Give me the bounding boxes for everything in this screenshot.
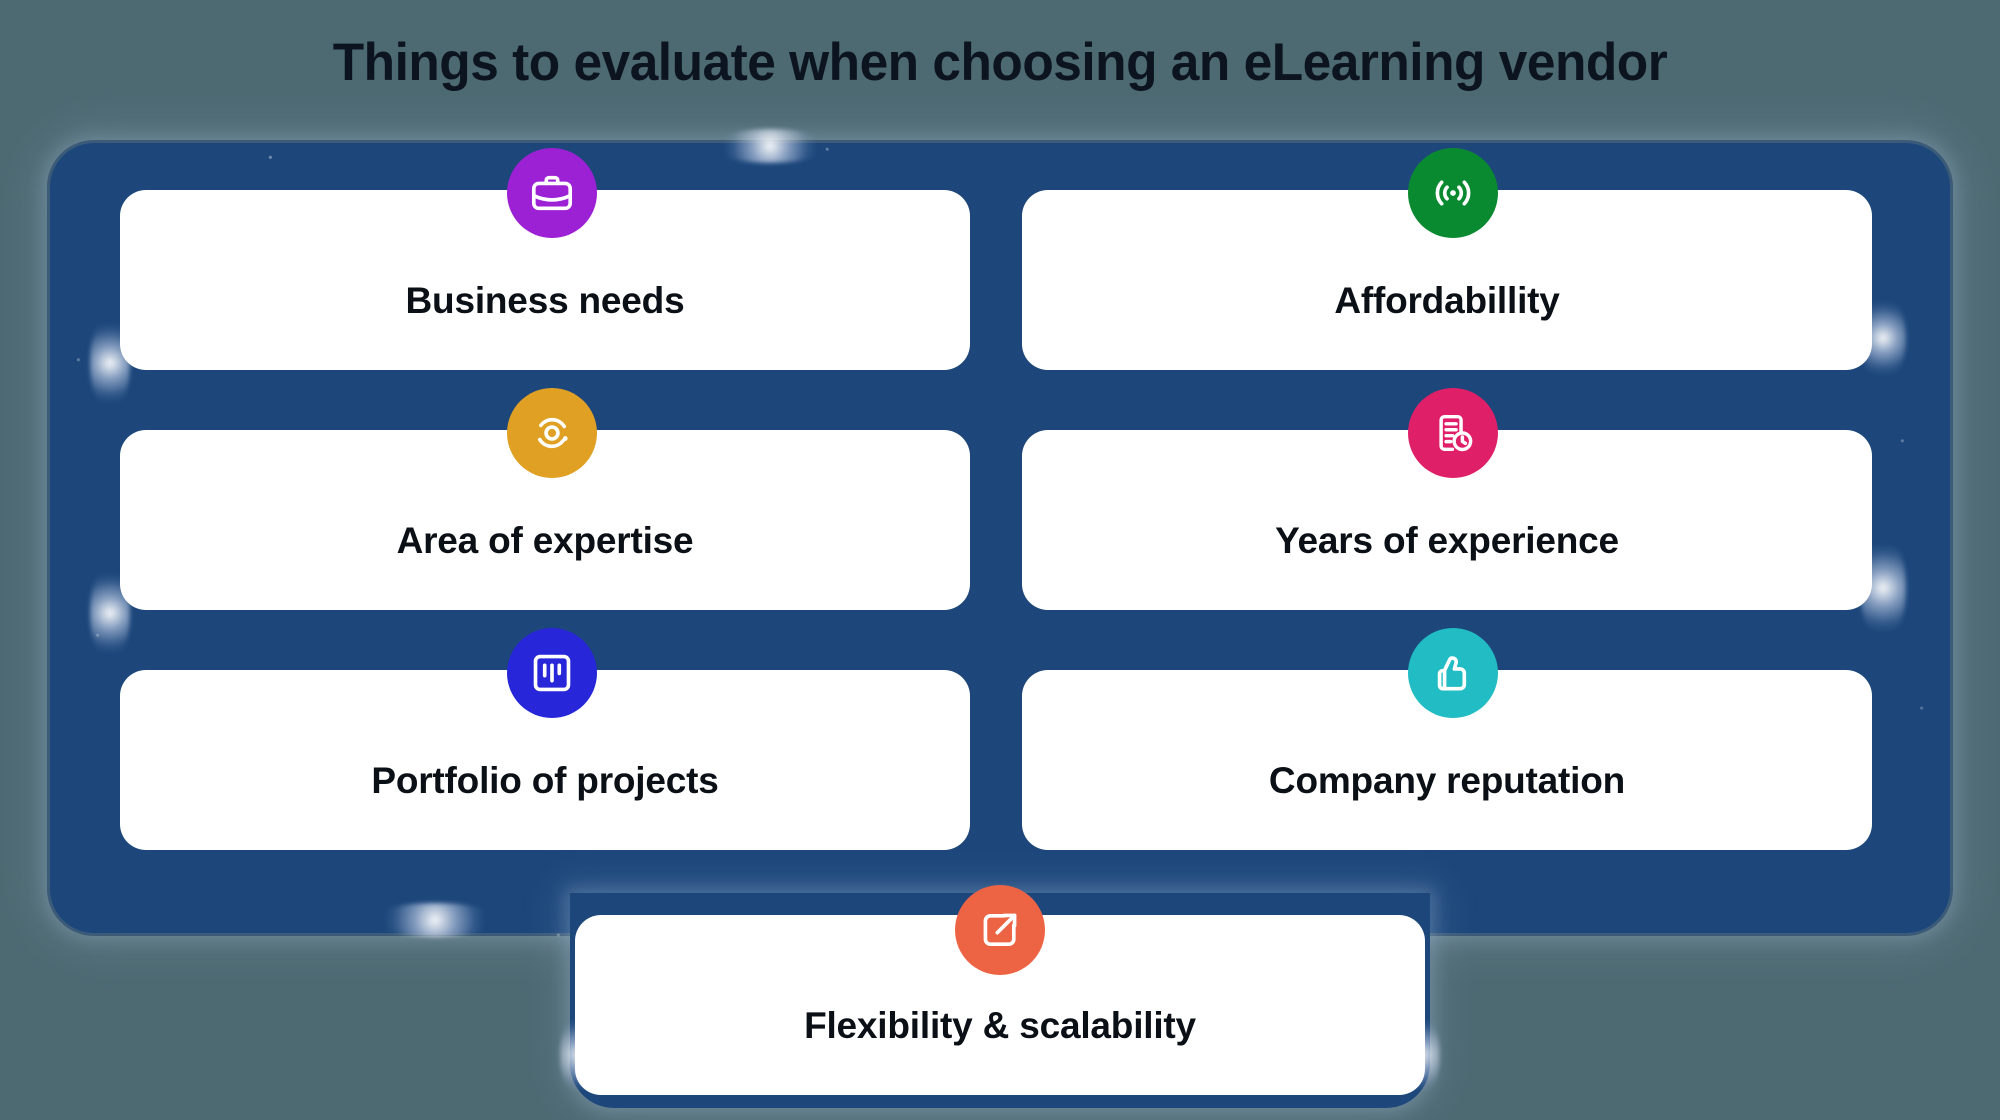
- orbit-target-icon-badge: [507, 388, 597, 478]
- orbit-target-icon: [529, 410, 575, 456]
- signal-waves-icon-badge: [1408, 148, 1498, 238]
- signal-waves-icon: [1430, 170, 1476, 216]
- card-label: Affordabillity: [1334, 280, 1560, 321]
- thumbs-up-icon: [1430, 650, 1476, 696]
- briefcase-icon-badge: [507, 148, 597, 238]
- document-clock-icon: [1430, 410, 1476, 456]
- card-label: Company reputation: [1268, 760, 1626, 801]
- briefcase-icon: [529, 170, 575, 216]
- card-label: Years of experience: [1275, 520, 1619, 561]
- kanban-board-icon-badge: [507, 628, 597, 718]
- thumbs-up-icon-badge: [1408, 628, 1498, 718]
- card-label: Business needs: [405, 280, 685, 321]
- kanban-board-icon: [529, 650, 575, 696]
- document-clock-icon-badge: [1408, 388, 1498, 478]
- card-label: Area of expertise: [396, 520, 694, 561]
- page-title: Things to evaluate when choosing an eLea…: [332, 33, 1668, 92]
- card-label: Flexibility & scalability: [804, 1005, 1196, 1046]
- external-link-icon: [977, 907, 1023, 953]
- external-link-icon-badge: [955, 885, 1045, 975]
- card-label: Portfolio of projects: [371, 760, 719, 801]
